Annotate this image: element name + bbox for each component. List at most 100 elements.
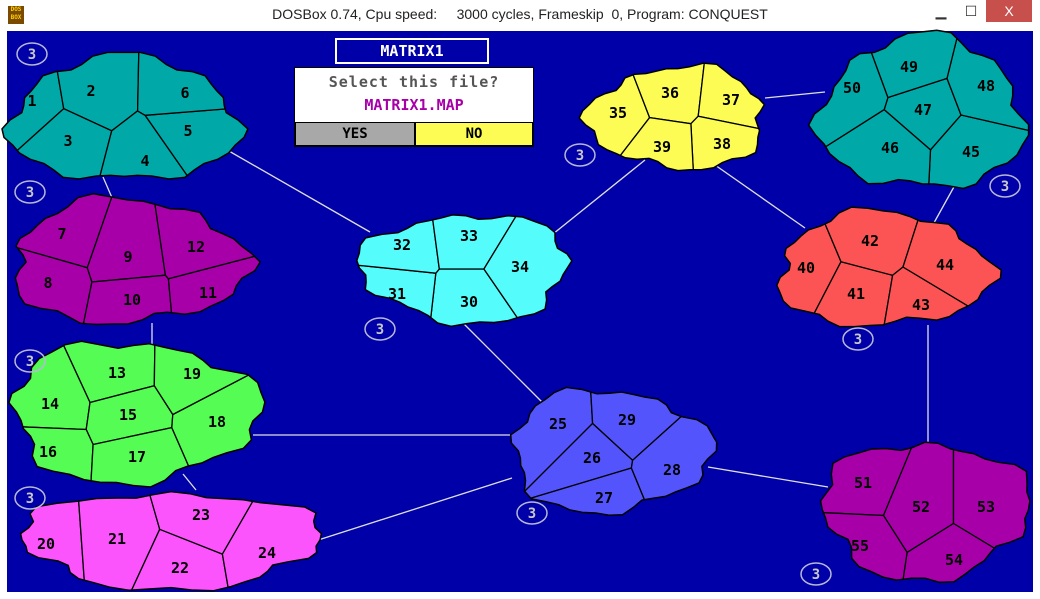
bonus-circle <box>14 486 46 510</box>
territory-label: 3 <box>63 132 72 150</box>
map-name-label: MATRIX1 <box>335 38 489 64</box>
territory-label: 49 <box>900 58 918 76</box>
territory-label: 54 <box>945 551 963 569</box>
continent-outline <box>356 214 573 328</box>
connection-line <box>714 164 806 229</box>
territory-label: 12 <box>187 238 205 256</box>
continent-bonus-badge: 3 <box>364 317 396 341</box>
bonus-circle <box>989 174 1021 198</box>
continent-bonus-badge: 3 <box>14 486 46 510</box>
bonus-circle <box>14 180 46 204</box>
bonus-value: 3 <box>576 148 584 164</box>
continent-outline <box>19 490 323 592</box>
territory-label: 33 <box>460 227 478 245</box>
territory-6[interactable] <box>136 52 248 116</box>
connection-line <box>214 142 371 233</box>
bonus-circle <box>516 501 548 525</box>
territory-label: 14 <box>41 395 59 413</box>
continent-outline <box>578 62 766 172</box>
bonus-value: 3 <box>26 354 34 370</box>
bonus-circle <box>364 317 396 341</box>
close-button[interactable]: X <box>986 0 1032 22</box>
territory-label: 32 <box>393 236 411 254</box>
bonus-value: 3 <box>812 567 820 583</box>
bonus-value: 3 <box>28 47 36 63</box>
yes-button[interactable]: YES <box>295 122 415 146</box>
territory-label: 38 <box>713 135 731 153</box>
territory-label: 36 <box>661 84 679 102</box>
territory-label: 44 <box>936 256 954 274</box>
connection-line <box>547 159 646 239</box>
bonus-value: 3 <box>376 322 384 338</box>
territory-label: 50 <box>843 79 861 97</box>
bonus-value: 3 <box>854 332 862 348</box>
territory-label: 29 <box>618 411 636 429</box>
minimize-button[interactable]: ▁ <box>935 3 947 19</box>
territory-label: 4 <box>140 152 149 170</box>
territory-label: 41 <box>847 285 865 303</box>
territory-label: 37 <box>722 91 740 109</box>
continent-bonus-badge: 3 <box>14 349 46 373</box>
territory-label: 46 <box>881 139 899 157</box>
territory-label: 34 <box>511 258 529 276</box>
select-file-dialog: Select this file? MATRIX1.MAP YES NO <box>294 67 534 147</box>
territory-label: 19 <box>183 365 201 383</box>
maximize-button[interactable]: ☐ <box>964 3 978 19</box>
continent-outline <box>775 206 1002 328</box>
territory-label: 53 <box>977 498 995 516</box>
continent-outline <box>807 29 1030 190</box>
continent-bonus-badge: 3 <box>516 501 548 525</box>
continent-bonus-badge: 3 <box>14 180 46 204</box>
territory-label: 24 <box>258 544 276 562</box>
connection-line <box>707 466 829 488</box>
territory-label: 2 <box>86 82 95 100</box>
bonus-circle <box>564 143 596 167</box>
territory-label: 25 <box>549 415 567 433</box>
territory-label: 52 <box>912 498 930 516</box>
dialog-question: Select this file? <box>328 73 500 91</box>
territory-label: 6 <box>180 84 189 102</box>
no-button[interactable]: NO <box>415 122 533 146</box>
bonus-value: 3 <box>528 506 536 522</box>
dialog-filename: MATRIX1.MAP <box>364 96 464 114</box>
territory-label: 39 <box>653 138 671 156</box>
connection-line <box>311 477 513 543</box>
window-title: DOSBox 0.74, Cpu speed: 3000 cycles, Fra… <box>272 6 768 22</box>
territory-label: 26 <box>583 449 601 467</box>
territory-label: 23 <box>192 506 210 524</box>
territory-label: 1 <box>27 92 36 110</box>
continent-bonus-badge: 3 <box>842 327 874 351</box>
territory-label: 27 <box>595 489 613 507</box>
continent-bonus-badge: 3 <box>989 174 1021 198</box>
territory-label: 8 <box>43 274 52 292</box>
connection-line <box>764 91 826 99</box>
territory-label: 51 <box>854 474 872 492</box>
continent-outline <box>8 340 266 488</box>
territory-label: 55 <box>851 537 869 555</box>
title-bar: DOS BOX DOSBox 0.74, Cpu speed: 3000 cyc… <box>0 0 1040 30</box>
bonus-circle <box>800 562 832 586</box>
territory-label: 22 <box>171 559 189 577</box>
bonus-value: 3 <box>1001 179 1009 195</box>
territory-label: 21 <box>108 530 126 548</box>
territory-label: 30 <box>460 293 478 311</box>
territory-label: 9 <box>123 248 132 266</box>
bonus-value: 3 <box>26 185 34 201</box>
continent-purple-east: 51 52 53 54 55 3 <box>800 441 1031 586</box>
continent-outline <box>14 192 262 326</box>
territory-label: 13 <box>108 364 126 382</box>
territory-label: 43 <box>912 296 930 314</box>
bonus-value: 3 <box>26 491 34 507</box>
territory-label: 7 <box>57 225 66 243</box>
connection-line <box>182 473 197 491</box>
